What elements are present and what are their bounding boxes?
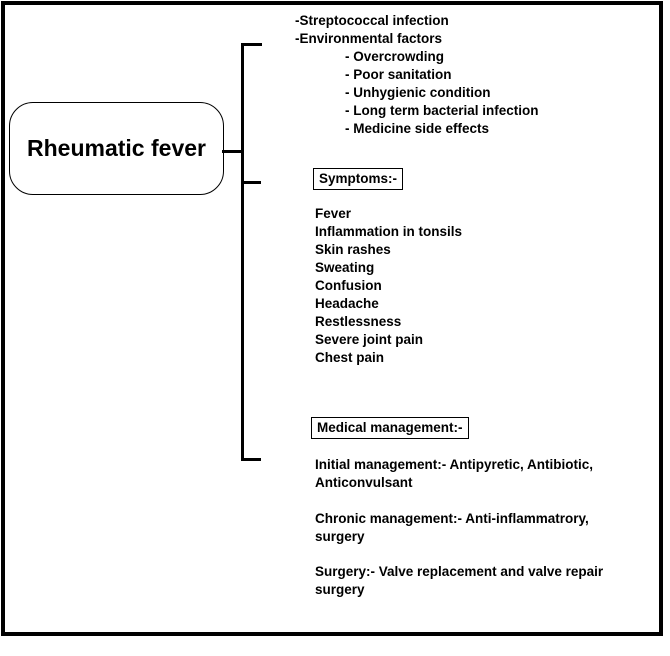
- symptom-item: Headache: [315, 296, 379, 311]
- topic-label: Rheumatic fever: [27, 135, 206, 161]
- bracket-middle-tick-line: [241, 181, 261, 184]
- management-line: Chronic management:- Anti-inflammatrory,: [315, 511, 589, 526]
- management-line: Initial management:- Antipyretic, Antibi…: [315, 457, 594, 472]
- bracket-vertical-line: [241, 43, 244, 461]
- cause-sub-item: - Long term bacterial infection: [345, 103, 539, 118]
- management-heading-box: Medical management:-: [311, 417, 469, 439]
- cause-sub-item: - Overcrowding: [345, 49, 445, 64]
- topic-connector-line: [222, 150, 242, 153]
- diagram-outer-border: [1, 1, 663, 636]
- cause-sub-item: - Poor sanitation: [345, 67, 452, 82]
- symptom-item: Fever: [315, 206, 352, 221]
- topic-box: Rheumatic fever: [9, 102, 224, 195]
- symptoms-list: Fever Inflammation in tonsils Skin rashe…: [315, 205, 462, 367]
- management-line: surgery: [315, 582, 365, 597]
- symptoms-heading-box: Symptoms:-: [313, 168, 404, 190]
- symptom-item: Restlessness: [315, 314, 402, 329]
- management-line: Anticonvulsant: [315, 475, 413, 490]
- management-heading-label: Medical management:-: [317, 420, 463, 435]
- symptom-item: Inflammation in tonsils: [315, 224, 463, 239]
- bracket-top-tick-line: [241, 43, 262, 46]
- bracket-bottom-tick-line: [241, 458, 261, 461]
- cause-sub-item: - Medicine side effects: [345, 121, 490, 136]
- symptom-item: Sweating: [315, 260, 375, 275]
- causes-list: -Streptococcal infection -Environmental …: [295, 12, 539, 138]
- symptom-item: Chest pain: [315, 350, 385, 365]
- symptom-item: Severe joint pain: [315, 332, 424, 347]
- cause-sub-item: - Unhygienic condition: [345, 85, 491, 100]
- cause-item: -Environmental factors: [295, 31, 443, 46]
- management-paragraph-initial: Initial management:- Antipyretic, Antibi…: [315, 456, 593, 492]
- symptom-item: Confusion: [315, 278, 382, 293]
- management-line: surgery: [315, 529, 365, 544]
- management-line: Surgery:- Valve replacement and valve re…: [315, 564, 604, 579]
- symptom-item: Skin rashes: [315, 242, 391, 257]
- management-paragraph-surgery: Surgery:- Valve replacement and valve re…: [315, 563, 603, 599]
- management-paragraph-chronic: Chronic management:- Anti-inflammatrory,…: [315, 510, 589, 546]
- symptoms-heading-label: Symptoms:-: [319, 171, 398, 186]
- cause-item: -Streptococcal infection: [295, 13, 449, 28]
